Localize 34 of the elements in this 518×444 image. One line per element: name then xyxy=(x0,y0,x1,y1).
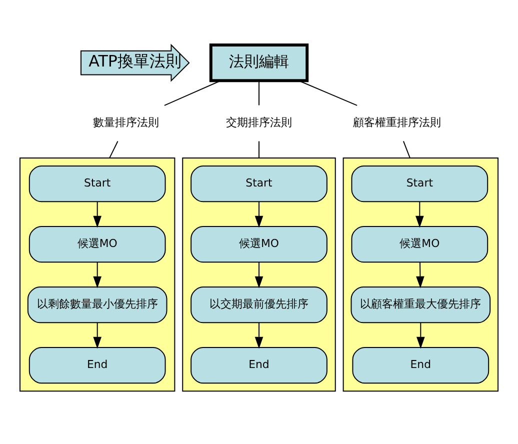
arrow xyxy=(254,201,264,228)
node-text: 交期排序法則 xyxy=(226,116,292,130)
arrow xyxy=(93,322,102,349)
connector xyxy=(109,140,118,159)
node-box: Start xyxy=(351,165,488,202)
node-box: Start xyxy=(28,165,166,202)
arrow xyxy=(254,322,264,349)
arrow xyxy=(416,262,424,288)
node-box: 法則編輯 xyxy=(209,43,309,82)
connector xyxy=(164,80,222,106)
cluster xyxy=(342,158,499,392)
node-box: 以剩餘數量最小優先排序 xyxy=(27,286,168,324)
arrow xyxy=(93,201,102,228)
node-box: 候選MO xyxy=(351,226,488,263)
arrow xyxy=(416,322,425,349)
node-box: End xyxy=(190,346,328,384)
node-text: 顧客權重排序法則 xyxy=(352,116,441,130)
node-box: 候選MO xyxy=(28,226,166,263)
node-box: 以交期最前優先排序 xyxy=(190,286,328,324)
connector xyxy=(258,140,260,159)
node-text: 數量排序法則 xyxy=(93,116,160,130)
connector xyxy=(258,80,260,106)
cluster xyxy=(19,158,176,392)
node-box: Start xyxy=(190,165,328,202)
node-box: End xyxy=(352,346,490,384)
arrow xyxy=(254,262,264,288)
arrow xyxy=(93,262,102,288)
node-box: 以顧客權重最大優先排序 xyxy=(350,286,491,324)
arrow xyxy=(416,201,424,228)
connector xyxy=(298,80,358,106)
node-box: 候選MO xyxy=(190,226,328,263)
cluster xyxy=(182,158,336,392)
connector xyxy=(402,140,410,159)
node-box: End xyxy=(28,346,166,384)
